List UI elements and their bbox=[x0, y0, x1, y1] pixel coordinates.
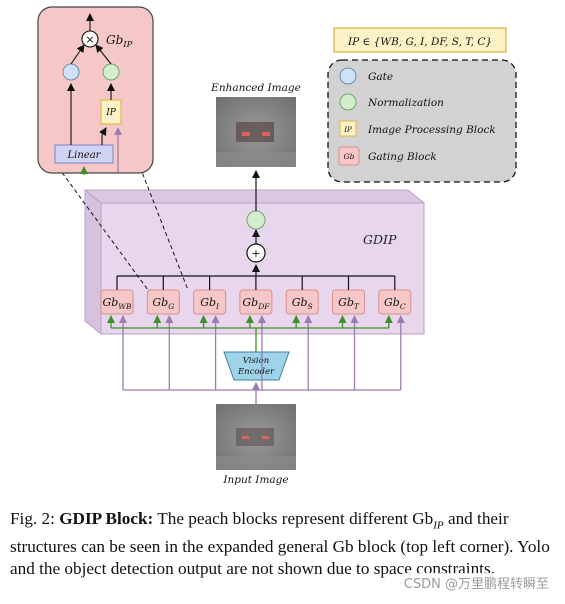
gb-block-label-i: GbI bbox=[200, 296, 220, 311]
caption-bold: GDIP Block: bbox=[59, 509, 154, 528]
caption-prefix: Fig. 2: bbox=[10, 509, 60, 528]
vision-encoder-line1: Vision bbox=[243, 356, 269, 366]
ip-block-icon-text: IP bbox=[343, 126, 352, 134]
input-image bbox=[216, 404, 296, 470]
gdip-label: GDIP bbox=[363, 232, 397, 247]
vision-encoder-line2: Encoder bbox=[237, 367, 275, 377]
linear-label: Linear bbox=[67, 150, 102, 161]
vision-encoder: Vision Encoder bbox=[223, 351, 290, 381]
gate-node bbox=[62, 63, 80, 81]
callout-line-right bbox=[139, 166, 189, 291]
sum-node: + bbox=[246, 243, 266, 263]
legend-gate: Gate bbox=[368, 71, 393, 83]
enhanced-image-label: Enhanced Image bbox=[210, 82, 301, 94]
plus-symbol: + bbox=[251, 247, 260, 260]
gating-block-icon bbox=[338, 146, 360, 166]
expanded-gb-block: × GbIP IP Linear bbox=[37, 6, 154, 175]
gb-block-label-c: GbC bbox=[384, 296, 406, 311]
caption-text: The peach blocks represent different Gb bbox=[153, 509, 434, 528]
legend-normalization: Normalization bbox=[367, 97, 444, 109]
multiply-symbol: × bbox=[85, 33, 94, 46]
enhanced-image bbox=[216, 97, 296, 167]
encoder-feed-arrows bbox=[107, 315, 393, 352]
gb-block-label-s: GbS bbox=[292, 296, 313, 311]
normalization-node bbox=[246, 210, 266, 230]
gb-block-row: GbWB GbG GbI GbDF GbS GbT GbC bbox=[100, 289, 412, 315]
callout-line-left bbox=[57, 166, 149, 291]
watermark: CSDN @万里鹏程转瞬至 bbox=[401, 573, 551, 592]
ip-block-icon bbox=[339, 120, 357, 137]
legend-gating-block: Gating Block bbox=[368, 151, 437, 163]
set-definition: IP ∈ {WB, G, I, DF, S, T, C} bbox=[347, 36, 492, 48]
figure-caption: Fig. 2: GDIP Block: The peach blocks rep… bbox=[10, 508, 555, 580]
caption-sub: IP bbox=[433, 519, 444, 532]
expanded-title: GbIP bbox=[106, 33, 133, 50]
legend-ip-block: Image Processing Block bbox=[367, 124, 496, 136]
normalization-icon bbox=[339, 93, 357, 111]
gating-block-icon-text: Gb bbox=[344, 152, 355, 161]
gb-block-label-t: GbT bbox=[338, 296, 360, 311]
normalization-node-expanded bbox=[102, 63, 120, 81]
gate-icon bbox=[339, 67, 357, 85]
legend: IP ∈ {WB, G, I, DF, S, T, C} Gate Normal… bbox=[327, 27, 517, 183]
aggregation-lines bbox=[116, 264, 396, 290]
gb-block-label-df: GbDF bbox=[242, 296, 270, 311]
linear-box bbox=[54, 144, 114, 164]
caption-text2: and their structures can be seen in the … bbox=[10, 509, 550, 579]
gb-block-label-g: GbG bbox=[152, 296, 174, 311]
input-image-label: Input Image bbox=[222, 474, 288, 486]
gb-block-label-wb: GbWB bbox=[102, 296, 132, 311]
ip-box-label: IP bbox=[105, 108, 117, 118]
